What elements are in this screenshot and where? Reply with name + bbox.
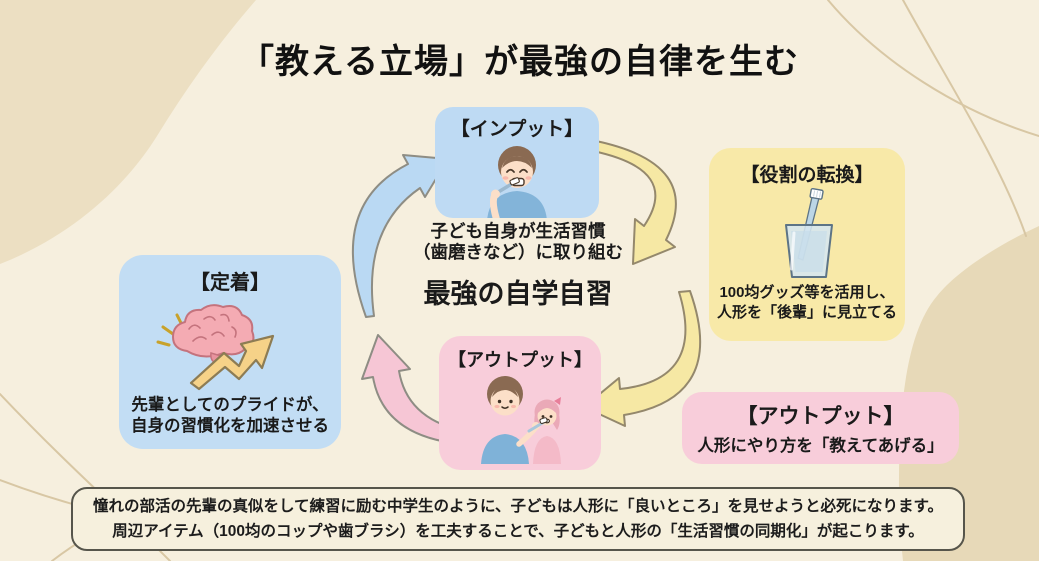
input-caption-line-2: （歯磨きなど）に取り組む xyxy=(413,241,623,262)
toothbrush-in-cup-icon xyxy=(785,187,833,278)
role-card-label: 【役割の転換】 xyxy=(740,165,874,186)
role-caption-line-1: 100均グッズ等を活用し、 xyxy=(719,284,895,301)
output-note-caption: 人形にやり方を「教えてあげる」 xyxy=(697,437,944,455)
output-note-card: 【アウトプット】 人形にやり方を「教えてあげる」 xyxy=(682,392,959,464)
retention-caption-line-1: 先輩としてのプライドが、 xyxy=(131,396,329,414)
footnote-line-1: 憧れの部活の先輩の真似をして練習に励む中学生のように、子どもは人形に「良いところ… xyxy=(92,497,944,515)
brain-growth-arrow-icon xyxy=(156,304,275,391)
role-caption: 100均グッズ等を活用し、 人形を「後輩」に見立てる xyxy=(717,283,897,323)
retention-caption-line-2: 自身の習慣化を加速させる xyxy=(131,417,329,436)
role-caption-line-2: 人形を「後輩」に見立てる xyxy=(716,303,897,321)
retention-card-label: 【定着】 xyxy=(190,272,270,294)
input-card-label: 【インプット】 xyxy=(450,119,584,140)
boy-brushing-teeth-icon xyxy=(487,146,547,218)
input-card: 【インプット】 xyxy=(435,107,599,218)
footnote-line-2: 周辺アイテム（100均のコップや歯ブラシ）を工夫することで、子どもと人形の「生活… xyxy=(112,523,924,540)
center-caption: 最強の自学自習 xyxy=(423,279,613,309)
output-note-label: 【アウトプット】 xyxy=(736,405,905,428)
input-caption-line-1: 子ども自身が生活習慣 xyxy=(430,221,606,241)
output-card-label: 【アウトプット】 xyxy=(448,350,592,370)
input-caption: 子ども自身が生活習慣 （歯磨きなど）に取り組む xyxy=(385,221,651,262)
retention-caption: 先輩としてのプライドが、 自身の習慣化を加速させる xyxy=(131,395,329,438)
footnote-box: 憧れの部活の先輩の真似をして練習に励む中学生のように、子どもは人形に「良いところ… xyxy=(71,487,965,551)
retention-card: 【定着】 先輩としてのプライドが、 自身の習慣化を加速させる xyxy=(119,255,341,449)
output-card: 【アウトプット】 xyxy=(439,336,601,470)
boy-teaching-doll-icon xyxy=(481,376,561,464)
role-card: 【役割の転換】 100均グッズ等を活用し、 人形を「後輩」に見立てる xyxy=(709,148,905,341)
page-title: 「教える立場」が最強の自律を生む xyxy=(240,43,799,81)
